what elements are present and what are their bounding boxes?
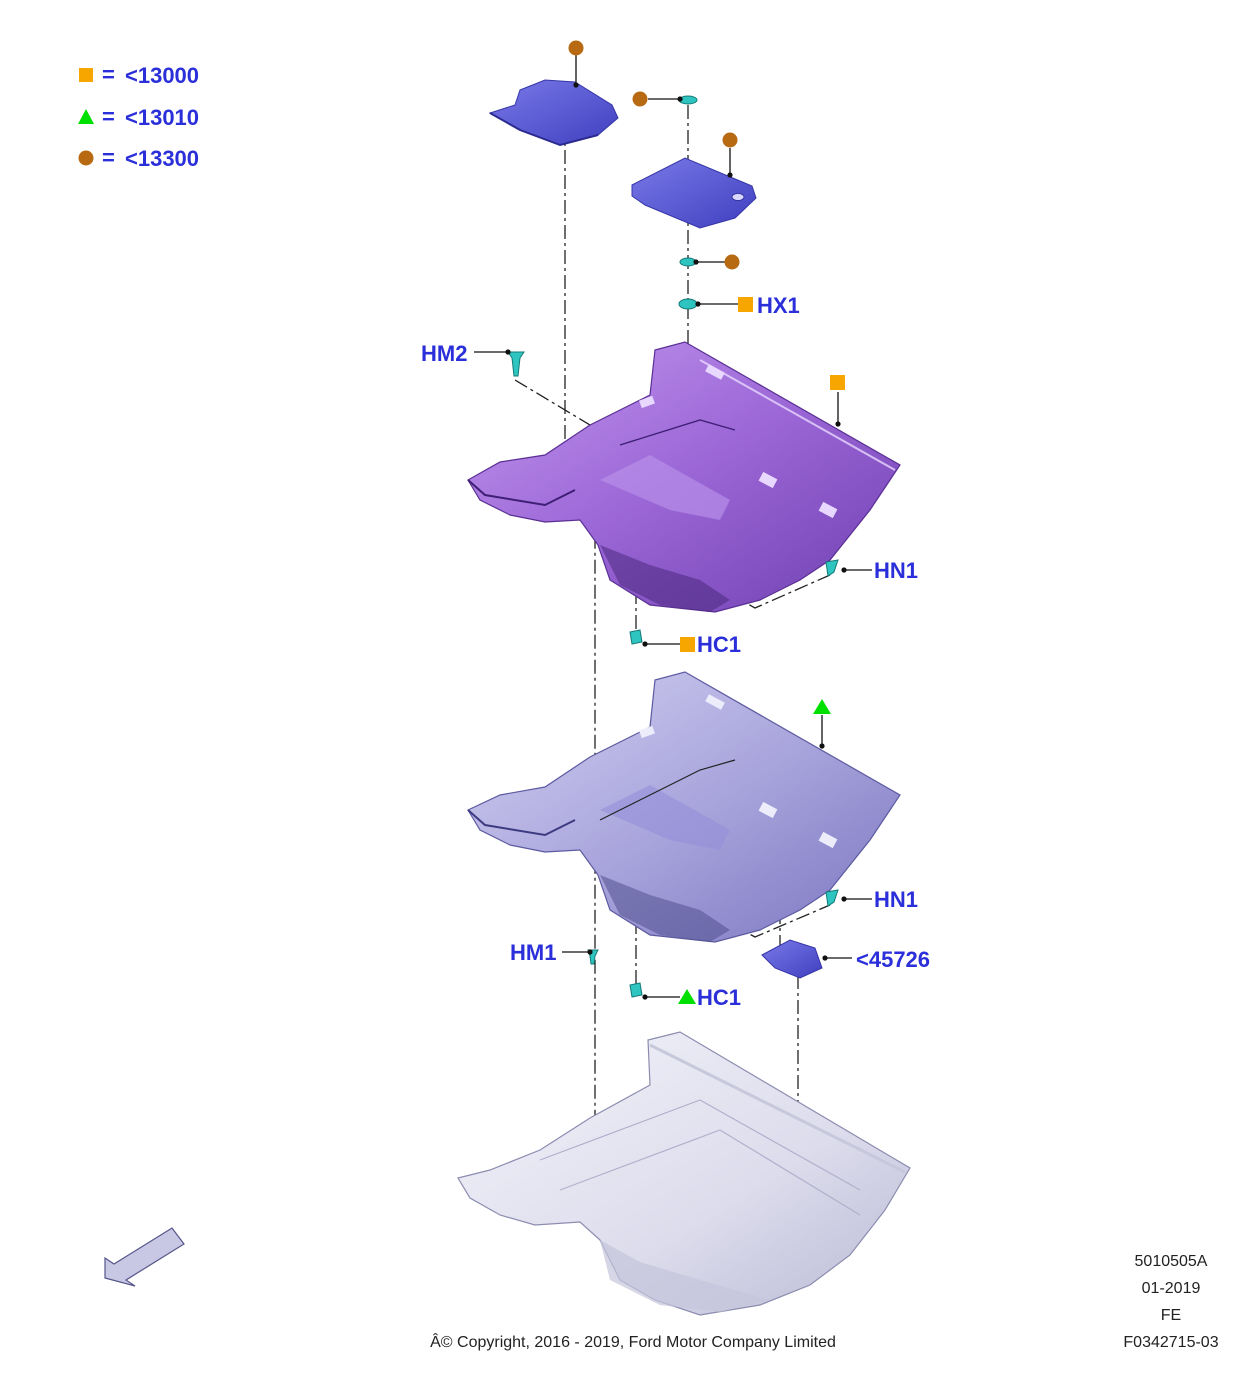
triangle-icon (813, 699, 831, 714)
square-icon (830, 375, 845, 390)
callout-hn1-lower: HN1 (874, 887, 918, 912)
callout-hm2: HM2 (421, 341, 467, 366)
clip-icon (825, 889, 839, 907)
callout-hm1: HM1 (510, 940, 556, 965)
square-icon (680, 637, 695, 652)
circle-icon (632, 91, 648, 107)
figure-region: FE (1161, 1307, 1181, 1324)
floor-pad-front (631, 157, 757, 229)
part-markers (568, 40, 845, 1004)
leader-dots (505, 82, 847, 1000)
push-pin-icon (507, 351, 525, 377)
fasteners (507, 351, 839, 998)
square-icon (79, 68, 93, 82)
legend-code: <13010 (125, 105, 199, 130)
callout-hc1-upper: HC1 (697, 632, 741, 657)
clip-icon (629, 982, 643, 998)
callout-hx1: HX1 (757, 293, 800, 318)
circle-icon (724, 254, 740, 270)
figure-date: 01-2019 (1142, 1280, 1201, 1297)
callout-hn1-upper: HN1 (874, 558, 918, 583)
square-icon (738, 297, 753, 312)
floor-pad-rear (488, 79, 619, 147)
floor-mat-upper (467, 341, 901, 613)
clip-icon (825, 559, 839, 577)
legend-equals: = (102, 62, 115, 87)
circle-icon (722, 132, 738, 148)
circle-icon (568, 40, 584, 56)
figure-code: 5010505A (1135, 1253, 1208, 1270)
legend-row-13010: = <13010 (78, 104, 199, 130)
circle-icon (78, 150, 94, 166)
floor-insulator-lower (467, 671, 901, 943)
callout-hc1-lower: HC1 (697, 985, 741, 1010)
figure-id: F0342715-03 (1123, 1334, 1218, 1351)
triangle-icon (78, 109, 94, 124)
bracket-45726 (761, 939, 823, 979)
callout-45726: <45726 (856, 947, 930, 972)
legend-code: <13000 (125, 63, 199, 88)
legend-code: <13300 (125, 146, 199, 171)
legend: = <13000 = <13010 = <13300 (78, 62, 199, 171)
legend-row-13300: = <13300 (78, 145, 199, 171)
legend-row-13000: = <13000 (79, 62, 199, 88)
leader-lines (474, 55, 872, 998)
retainer-clips-top (678, 95, 698, 310)
legend-equals: = (102, 104, 115, 129)
legend-equals: = (102, 145, 115, 170)
callouts: HX1 HM2 HN1 HC1 HN1 <45726 HM1 HC1 (421, 293, 930, 1010)
front-direction-arrow-icon (104, 1227, 185, 1287)
figure-info: 5010505A 01-2019 FE F0342715-03 (1123, 1253, 1218, 1351)
floor-pan (457, 1031, 911, 1316)
copyright-text: Â© Copyright, 2016 - 2019, Ford Motor Co… (430, 1332, 836, 1351)
clip-icon (629, 629, 643, 645)
retainer-clip-icon (678, 298, 698, 310)
triangle-icon (678, 989, 696, 1004)
